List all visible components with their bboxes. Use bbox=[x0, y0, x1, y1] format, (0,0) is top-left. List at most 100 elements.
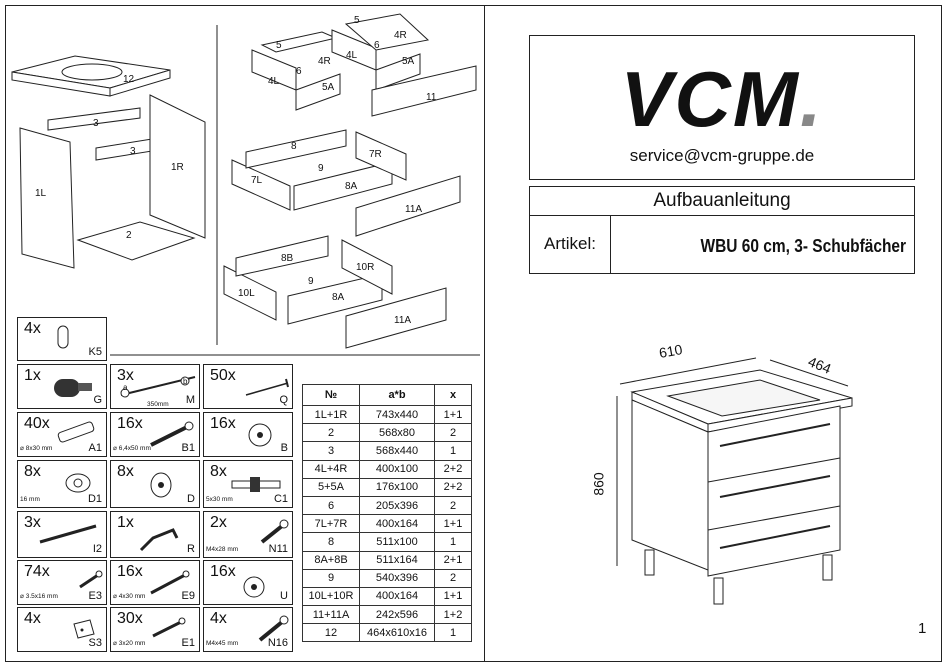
cell-qty: 1+1 bbox=[434, 404, 472, 425]
part-qty: 3x bbox=[117, 367, 134, 384]
cell-qty: 1 bbox=[434, 441, 472, 461]
part-qty: 16x bbox=[210, 563, 236, 580]
part-qty: 50x bbox=[210, 367, 236, 384]
part-code: Q bbox=[279, 394, 288, 406]
part-qty: 4x bbox=[24, 610, 41, 627]
cam-d1-icon bbox=[65, 473, 91, 493]
cell-size: 242x596 bbox=[359, 605, 435, 625]
knob-g-icon bbox=[54, 379, 92, 397]
label-3b: 3 bbox=[130, 146, 136, 157]
part-cell-b1: 16x ⌀ 6,4x50 mm B1 bbox=[110, 412, 200, 457]
part-code: M bbox=[185, 394, 195, 406]
cell-part-number: 10L+10R bbox=[302, 586, 360, 607]
cell-qty: 1+1 bbox=[434, 514, 472, 534]
label-5a-a: 5A bbox=[402, 56, 415, 67]
part-qty: 30x bbox=[117, 610, 143, 627]
dowel-a1-icon bbox=[57, 421, 95, 443]
label-12: 12 bbox=[123, 74, 135, 85]
part-code: E9 bbox=[181, 590, 195, 602]
document-title: Aufbauanleitung bbox=[529, 186, 915, 216]
label-9b: 9 bbox=[308, 276, 314, 287]
label-8a: 8A bbox=[345, 181, 358, 192]
strap-i2-icon bbox=[39, 524, 97, 544]
cell-size: 511x100 bbox=[359, 532, 435, 552]
part-extra-a: a bbox=[123, 383, 128, 392]
part-qty: 8x bbox=[210, 463, 227, 480]
cell-size: 568x440 bbox=[359, 441, 435, 461]
part-cell-a1: 40x ⌀ 8x30 mm A1 bbox=[17, 412, 107, 457]
part-qty: 1x bbox=[117, 514, 134, 531]
nail-q-icon bbox=[245, 378, 289, 396]
part-code: B1 bbox=[181, 442, 195, 454]
screw-n16-icon bbox=[258, 615, 289, 642]
part-qty: 16x bbox=[210, 415, 236, 432]
part-dim: ⌀ 4x30 mm bbox=[113, 593, 146, 600]
part-code: S3 bbox=[88, 637, 102, 649]
part-dim: ⌀ 3.5x16 mm bbox=[20, 593, 58, 600]
part-code: U bbox=[280, 590, 288, 602]
part-cell-k5: 4x K5 bbox=[17, 317, 107, 361]
page-frame bbox=[5, 5, 942, 662]
label-4l-2: 4L bbox=[268, 76, 280, 87]
part-code: D1 bbox=[87, 493, 102, 505]
label-11a-a: 11A bbox=[405, 204, 423, 215]
label-4r-b: 4R bbox=[318, 56, 331, 67]
part-qty: 16x bbox=[117, 563, 143, 580]
part-cell-r: 1x R bbox=[110, 511, 200, 558]
washer-b-icon bbox=[248, 423, 272, 447]
cell-qty: 2+2 bbox=[434, 459, 472, 479]
part-cell-c1: 8x 5x30 mm C1 bbox=[203, 460, 293, 508]
part-extra-b: b bbox=[183, 377, 188, 386]
part-qty: 1x bbox=[24, 367, 41, 384]
label-2: 2 bbox=[126, 230, 132, 241]
cell-qty: 2 bbox=[434, 423, 472, 443]
label-10l: 10L bbox=[238, 288, 255, 299]
part-code: N16 bbox=[267, 637, 288, 649]
article-value: WBU 60 cm, 3- Schubfächer bbox=[700, 236, 906, 256]
part-qty: 2x bbox=[210, 514, 227, 531]
bracket-s3-icon bbox=[73, 619, 95, 639]
service-email: service@vcm-gruppe.de bbox=[629, 146, 815, 165]
cell-size: 400x100 bbox=[359, 459, 435, 479]
page-divider bbox=[484, 5, 486, 662]
label-6b: 6 bbox=[296, 66, 302, 77]
exploded-assembly-drawing bbox=[11, 13, 480, 356]
part-cell-q: 50x Q bbox=[203, 364, 293, 409]
brand-logo-box: VCM. service@vcm-gruppe.de bbox=[529, 35, 915, 180]
cell-qty: 2+2 bbox=[434, 477, 472, 497]
label-4r-a: 4R bbox=[394, 30, 407, 41]
part-qty: 3x bbox=[24, 514, 41, 531]
rail-m-icon bbox=[120, 376, 196, 398]
label-7r: 7R bbox=[369, 149, 382, 160]
hex-key-r-icon bbox=[139, 528, 179, 552]
part-cell-u: 16x U bbox=[203, 560, 293, 605]
label-6a: 6 bbox=[374, 40, 380, 51]
part-cell-d: 8x D bbox=[110, 460, 200, 508]
part-code: G bbox=[93, 394, 102, 406]
part-cell-d1: 8x 16 mm D1 bbox=[17, 460, 107, 508]
cell-part-number: 5+5A bbox=[302, 477, 360, 497]
part-code: E3 bbox=[88, 590, 102, 602]
label-11a-b: 11A bbox=[394, 315, 412, 326]
label-5b: 5 bbox=[276, 40, 282, 51]
label-7l: 7L bbox=[251, 175, 263, 186]
part-qty: 4x bbox=[24, 320, 41, 337]
article-label: Artikel: bbox=[530, 216, 611, 273]
part-qty: 74x bbox=[24, 563, 50, 580]
logo-dot: . bbox=[799, 55, 824, 143]
part-cell-s3: 4x S3 bbox=[17, 607, 107, 652]
label-5a: 5 bbox=[354, 15, 360, 26]
part-code: D bbox=[187, 493, 195, 505]
label-1l: 1L bbox=[35, 188, 47, 199]
screw-b1-icon bbox=[150, 421, 194, 447]
part-cell-e9: 16x ⌀ 4x30 mm E9 bbox=[110, 560, 200, 605]
cell-qty: 1+2 bbox=[434, 605, 472, 625]
part-cell-e3: 74x ⌀ 3.5x16 mm E3 bbox=[17, 560, 107, 605]
